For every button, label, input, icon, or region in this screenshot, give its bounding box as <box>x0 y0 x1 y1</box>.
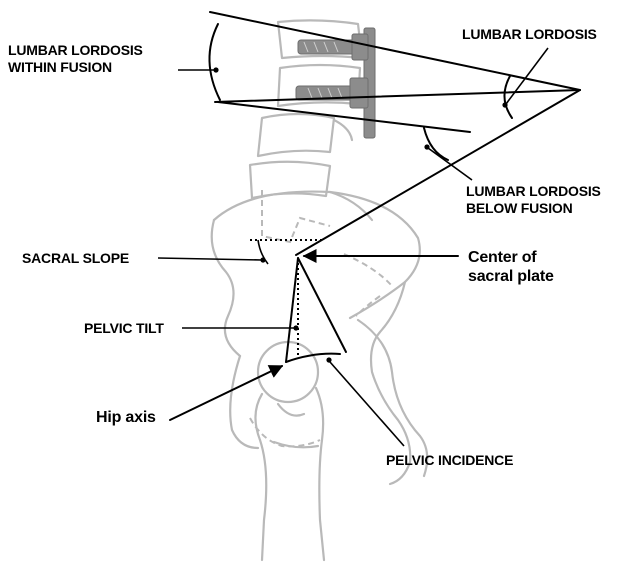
sacral-perpendicular-line <box>298 258 346 352</box>
label-pelvic-tilt: PELVIC TILT <box>84 320 164 337</box>
arc-pelvic-incidence <box>286 354 340 362</box>
label-within-fusion-line2: WITHIN FUSION <box>8 59 143 76</box>
arc-below-fusion <box>424 128 448 160</box>
lower-endplate-line <box>215 90 580 102</box>
label-below-fusion-line1: LUMBAR LORDOSIS <box>466 183 601 200</box>
label-lumbar-lordosis-below-fusion: LUMBAR LORDOSIS BELOW FUSION <box>466 183 601 217</box>
label-within-fusion-line1: LUMBAR LORDOSIS <box>8 42 143 59</box>
label-center-line1: Center of <box>468 248 554 267</box>
label-lumbar-lordosis-within-fusion: LUMBAR LORDOSIS WITHIN FUSION <box>8 42 143 76</box>
label-sacral-slope: SACRAL SLOPE <box>22 250 129 267</box>
label-center-of-sacral-plate: Center of sacral plate <box>468 248 554 286</box>
label-hip-axis: Hip axis <box>96 408 156 427</box>
pelvis-outline <box>212 190 427 484</box>
sacral-plate-line <box>296 90 580 255</box>
label-pelvic-incidence: PELVIC INCIDENCE <box>386 452 513 469</box>
label-lumbar-lordosis: LUMBAR LORDOSIS <box>462 26 597 43</box>
hip-to-sacrum-line <box>286 258 298 362</box>
label-below-fusion-line2: BELOW FUSION <box>466 200 601 217</box>
leader-sacral-slope <box>158 258 262 260</box>
vertebra-l4 <box>258 114 352 156</box>
label-center-line2: sacral plate <box>468 267 554 286</box>
arc-within-fusion <box>209 24 220 100</box>
